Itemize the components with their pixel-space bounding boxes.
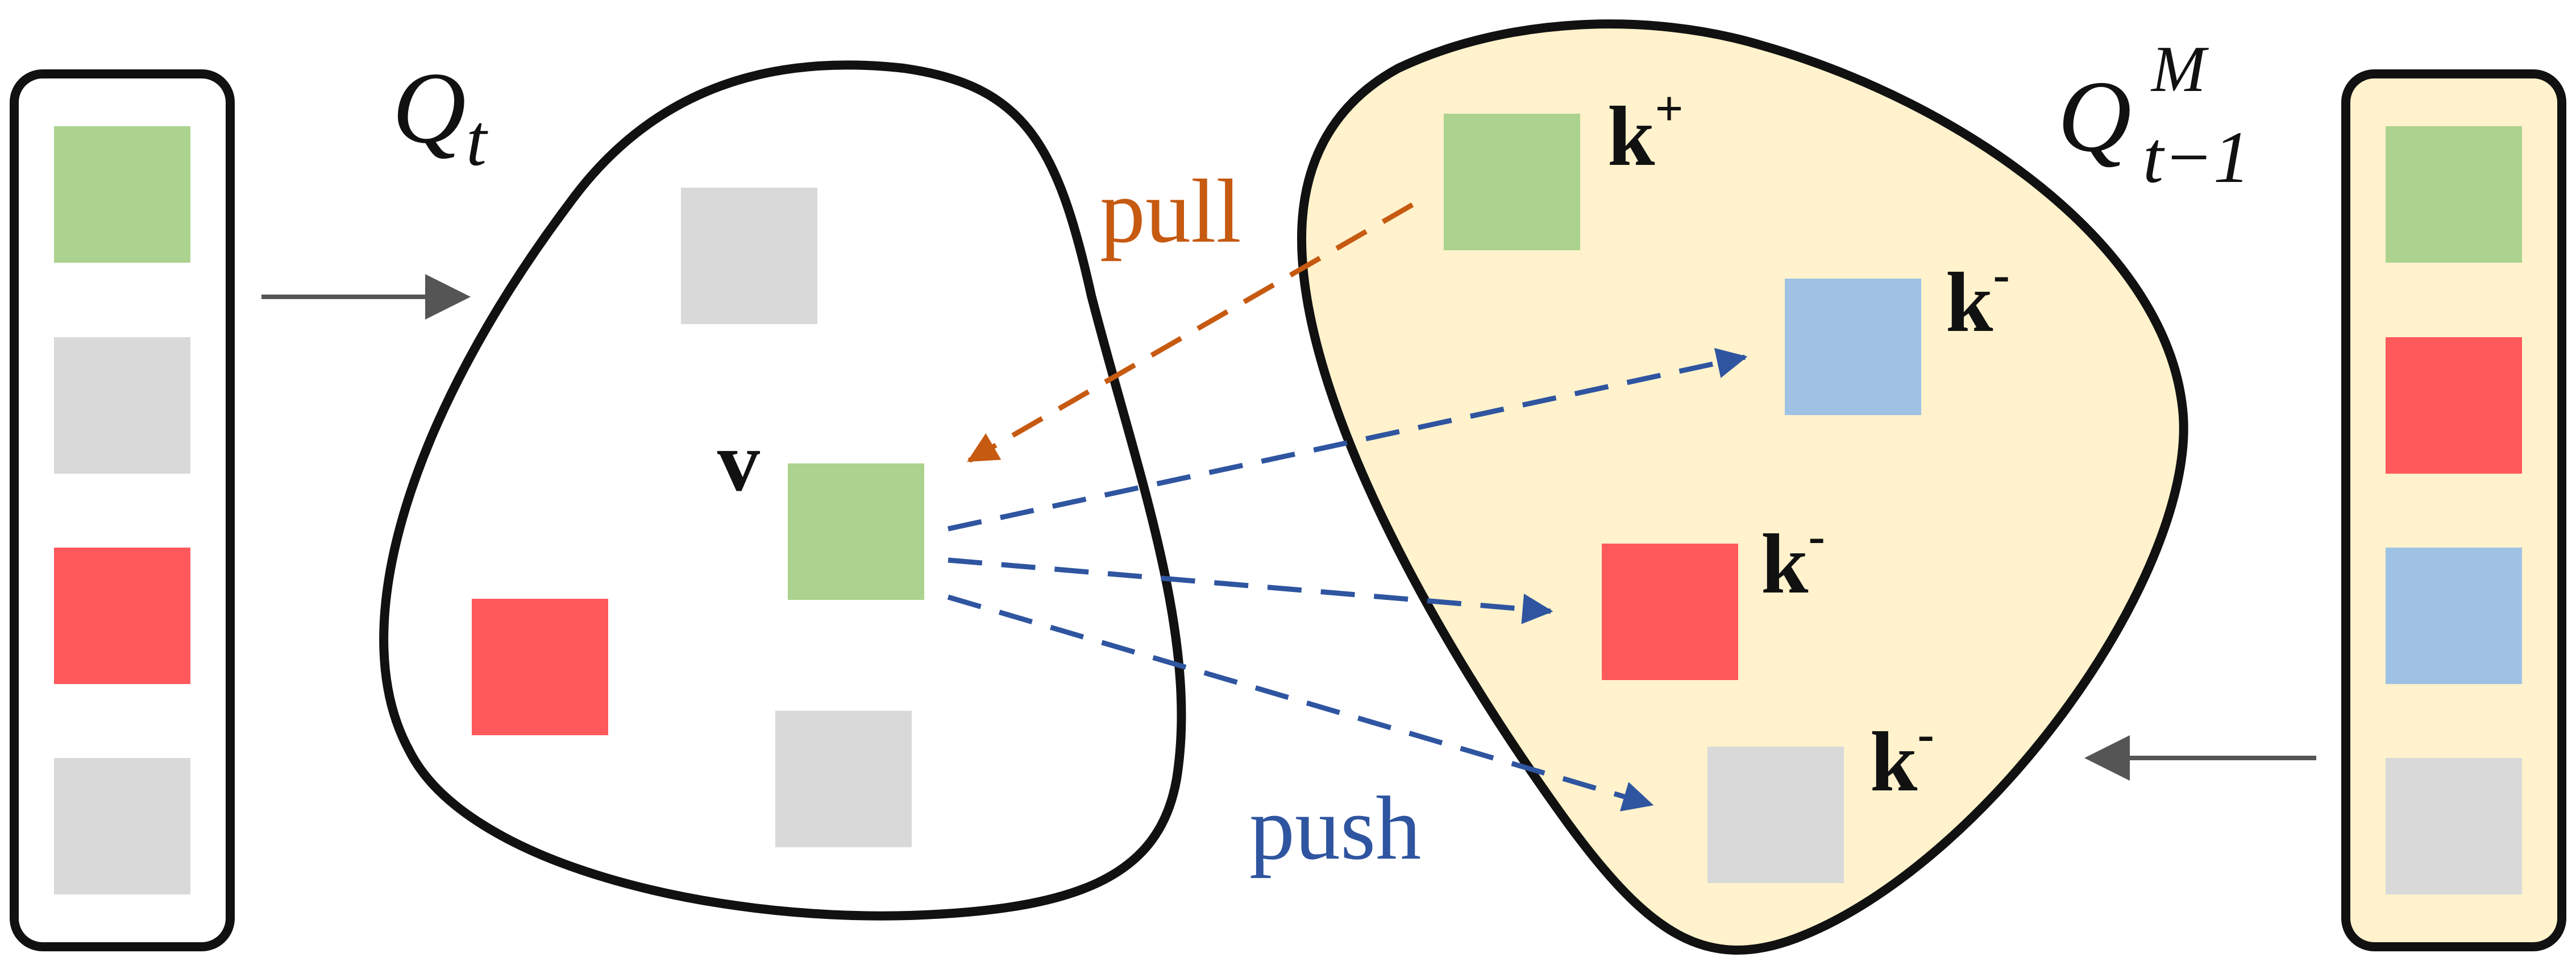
- current-set-sample: [775, 711, 912, 847]
- negative-key-square: [1602, 544, 1738, 680]
- negative-key-square: [1785, 279, 1921, 415]
- current-set-sample: [681, 188, 817, 324]
- pull-label: pull: [1100, 160, 1241, 262]
- negative-key-label: k-: [1761, 509, 1825, 611]
- pull-arrow: [967, 202, 1414, 463]
- negative-key-label: k-: [1946, 247, 2010, 350]
- left-queue: [10, 69, 235, 951]
- push-arrow: [947, 594, 1654, 811]
- left-queue-item: [54, 548, 190, 684]
- negative-key-square: [1707, 747, 1844, 883]
- positive-key-label: k+: [1607, 81, 1684, 184]
- left-queue-item: [54, 126, 190, 263]
- left-queue-item: [54, 758, 190, 894]
- current-set-sample: [472, 599, 608, 735]
- left-queue-frame: [10, 69, 235, 951]
- right-queue-frame: [2341, 69, 2566, 951]
- push-arrow: [948, 348, 1748, 532]
- push-label: push: [1249, 777, 1421, 879]
- positive-key-square: [1444, 114, 1580, 250]
- left-queue-item: [54, 337, 190, 474]
- query-square: [788, 463, 924, 600]
- right-queue-item: [2386, 126, 2522, 263]
- query-label: v: [717, 415, 760, 509]
- right-queue-item: [2386, 548, 2522, 684]
- negative-key-label: k-: [1870, 707, 1934, 809]
- right-queue-item: [2386, 758, 2522, 894]
- right-queue-item: [2386, 337, 2522, 474]
- current-queue-label: Qt: [392, 51, 488, 181]
- right-queue: [2341, 69, 2566, 951]
- push-arrow: [948, 557, 1553, 624]
- memory-set-blob: [1297, 19, 2188, 955]
